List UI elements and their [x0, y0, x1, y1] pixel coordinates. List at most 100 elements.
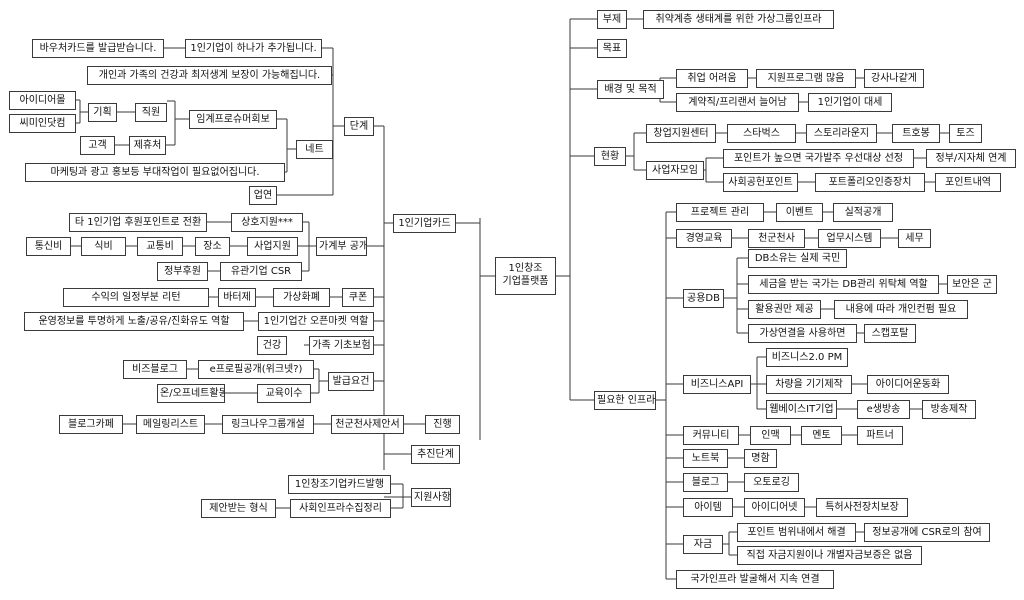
- node-seed[interactable]: 씨미인닷컴: [9, 114, 76, 133]
- node-idea-net[interactable]: 아이디어넷: [744, 498, 805, 517]
- node-toz[interactable]: 토즈: [949, 124, 982, 143]
- node-customer[interactable]: 고객: [80, 136, 115, 155]
- node-perf[interactable]: 실적공개: [833, 203, 893, 222]
- node-mgmt-edu[interactable]: 경영교육: [676, 229, 732, 248]
- node-mentor[interactable]: 멘토: [801, 426, 842, 445]
- node-barter[interactable]: 바터제: [218, 288, 256, 307]
- node-personal-info[interactable]: 내용에 따라 개인컨펌 필요: [834, 300, 968, 319]
- node-fund[interactable]: 자금: [683, 535, 723, 554]
- node-national-infra[interactable]: 국가인프라 발굴해서 지속 연결: [676, 570, 834, 589]
- node-bizblog[interactable]: 비즈블로그: [123, 360, 187, 379]
- node-health[interactable]: 건강: [257, 336, 287, 355]
- node-point-range[interactable]: 포인트 범위내에서 해결: [737, 523, 856, 542]
- node-linknow[interactable]: 링크나우그룹개설: [222, 415, 314, 434]
- node-eprofile[interactable]: e프로필공개(위크넷?): [198, 360, 314, 379]
- node-virtual-money[interactable]: 가상화폐: [273, 288, 330, 307]
- node-progress[interactable]: 진행: [425, 415, 460, 434]
- node-csr[interactable]: 유관기업 CSR: [220, 262, 302, 281]
- node-one-added[interactable]: 1인기업이 하나가 추가됩니다.: [185, 39, 322, 58]
- node-lecturer[interactable]: 강사나같게: [864, 69, 924, 88]
- node-coupon[interactable]: 쿠폰: [342, 288, 374, 307]
- node-biz-api[interactable]: 비즈니스API: [683, 375, 751, 394]
- node-e-broadcast[interactable]: e생방송: [857, 400, 910, 419]
- node-issue-req[interactable]: 발급요건: [328, 372, 374, 391]
- node-ops-info[interactable]: 운영정보를 투명하게 노출/공유/진화유도 역할: [24, 312, 244, 331]
- node-db-tax[interactable]: 세금을 받는 국가는 DB관리 위탁체 역할: [748, 275, 939, 294]
- node-autolog[interactable]: 오토로깅: [744, 473, 799, 492]
- node-biz20[interactable]: 비즈니스2.0 PM: [766, 348, 848, 367]
- node-hyophap[interactable]: 명함: [744, 449, 777, 468]
- root-node[interactable]: 1인창조 기업플랫폼: [495, 257, 556, 295]
- node-voucher[interactable]: 바우처카드를 발급받습니다.: [32, 39, 164, 58]
- node-transport[interactable]: 교통비: [137, 237, 183, 256]
- node-partner[interactable]: 파트너: [857, 426, 903, 445]
- node-return[interactable]: 수익의 일정부분 리턴: [63, 288, 209, 307]
- node-stage[interactable]: 단계: [344, 117, 374, 136]
- node-proposal[interactable]: 제안받는 형식: [201, 499, 276, 518]
- node-social-point[interactable]: 사회공헌포인트: [723, 173, 798, 192]
- node-tax[interactable]: 세무: [898, 229, 931, 248]
- node-edu[interactable]: 교육이수: [257, 384, 311, 403]
- node-usage-only[interactable]: 활용권만 제공: [748, 300, 821, 319]
- node-telecom[interactable]: 통신비: [26, 237, 71, 256]
- node-points-high[interactable]: 포인트가 높으면 국가발주 우선대상 선정: [723, 149, 914, 168]
- node-patent[interactable]: 특허사전장치보장: [816, 498, 908, 517]
- node-social-infra[interactable]: 사회인프라수집정리: [290, 499, 391, 518]
- node-public-db[interactable]: 공용DB: [683, 289, 724, 308]
- node-work-sys[interactable]: 업무시스템: [818, 229, 881, 248]
- node-net[interactable]: 네트: [296, 140, 333, 159]
- node-onoff[interactable]: 온/오프네트활동: [157, 384, 225, 403]
- node-biz-support[interactable]: 사업지원: [247, 237, 298, 256]
- node-direct-fund[interactable]: 직접 자금지원이나 개별자금보증은 없음: [737, 546, 922, 565]
- node-community[interactable]: 커뮤니티: [683, 426, 739, 445]
- node-subtitle[interactable]: 부제: [597, 10, 627, 29]
- node-need-infra[interactable]: 필요한 인프라: [594, 391, 656, 410]
- node-blog[interactable]: 블로그: [683, 473, 728, 492]
- node-support[interactable]: 지원사항: [411, 488, 451, 507]
- node-virtual-conn[interactable]: 가상연결을 사용하면: [748, 324, 857, 343]
- node-treebong[interactable]: 트호봉: [892, 124, 940, 143]
- node-convert[interactable]: 타 1인기업 후원포인트로 전환: [69, 213, 207, 232]
- node-1in-card[interactable]: 1인기업카드: [393, 214, 456, 233]
- node-broadcast-prod[interactable]: 방송제작: [922, 400, 976, 419]
- node-web-it[interactable]: 웹베이스IT기업: [766, 400, 837, 419]
- node-mutual[interactable]: 상호지원***: [231, 213, 303, 232]
- node-food[interactable]: 식비: [81, 237, 126, 256]
- node-info-csr[interactable]: 정보공개에 CSR로의 참여: [864, 523, 990, 542]
- node-business[interactable]: 업연: [249, 186, 277, 205]
- node-status[interactable]: 현황: [594, 147, 626, 166]
- node-push-stage[interactable]: 추진단계: [411, 445, 460, 464]
- node-place[interactable]: 장소: [195, 237, 230, 256]
- node-point-detail[interactable]: 포인트내역: [935, 173, 1001, 192]
- node-staff[interactable]: 직원: [135, 103, 167, 122]
- node-background[interactable]: 배경 및 목적: [597, 80, 664, 99]
- node-starbucks[interactable]: 스타벅스: [727, 124, 796, 143]
- node-idea-move[interactable]: 아이디어운동화: [867, 375, 949, 394]
- node-bizmoim[interactable]: 사업자모임: [646, 161, 704, 180]
- node-storylounge[interactable]: 스토리라운지: [806, 124, 877, 143]
- node-goal[interactable]: 목표: [597, 39, 627, 58]
- node-freelancer[interactable]: 계약직/프리랜서 늘어남: [676, 93, 799, 112]
- node-gov-link[interactable]: 정부/지자체 연계: [926, 149, 1016, 168]
- node-alt[interactable]: 1인기업이 대세: [808, 93, 892, 112]
- node-item[interactable]: 아이템: [683, 498, 733, 517]
- node-event[interactable]: 이벤트: [776, 203, 823, 222]
- node-scrap[interactable]: 스캡포탈: [864, 324, 916, 343]
- node-gov[interactable]: 정부후원: [157, 262, 208, 281]
- node-open-market[interactable]: 1인기업간 오픈마켓 역할: [258, 312, 374, 331]
- node-card-issue[interactable]: 1인창조기업카드발행: [288, 475, 391, 494]
- node-mailing[interactable]: 메일링리스트: [136, 415, 205, 434]
- node-project-mgmt[interactable]: 프로젝트 관리: [676, 203, 764, 222]
- node-bill[interactable]: 가계부 공개: [316, 237, 367, 256]
- node-startup[interactable]: 창업지원센터: [646, 124, 716, 143]
- node-job-hard[interactable]: 취업 어려움: [676, 69, 748, 88]
- node-db-owner[interactable]: DB소유는 실제 국민: [748, 249, 847, 268]
- node-subtitle-value[interactable]: 취약계층 생태계를 위한 가상그룹인프라: [643, 10, 834, 29]
- node-blogcafe[interactable]: 블로그카페: [59, 415, 123, 434]
- node-inmaek[interactable]: 인맥: [750, 426, 791, 445]
- node-job-prog[interactable]: 지원프로그램 많음: [756, 69, 856, 88]
- node-insurance[interactable]: 가족 기초보험: [309, 336, 374, 355]
- node-cheongun[interactable]: 천군천사제안서: [331, 415, 404, 434]
- node-notebook[interactable]: 노트북: [683, 449, 728, 468]
- node-proshu[interactable]: 임계프로슈머회보: [189, 110, 277, 129]
